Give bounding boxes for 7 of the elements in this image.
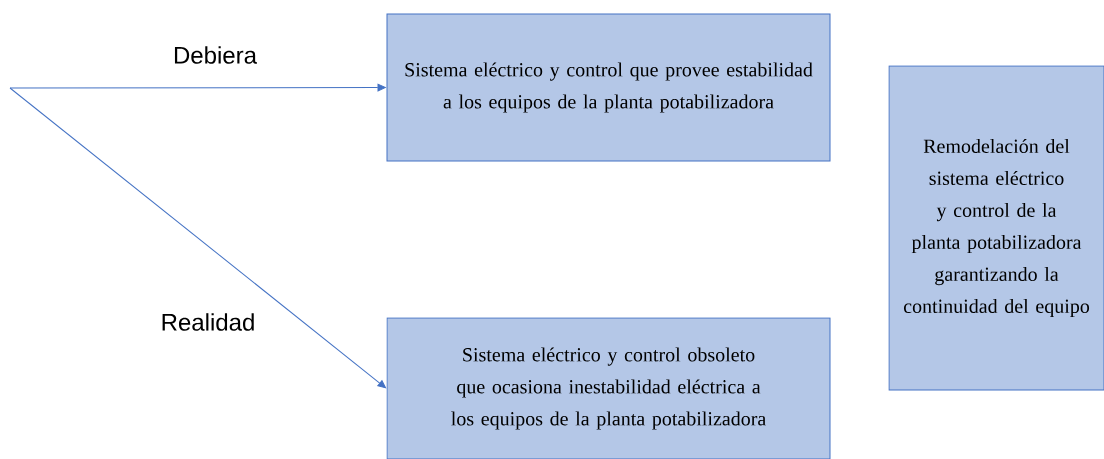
text-box: Remodelación del sistema eléctrico y control de la planta potabilizadora garantizando la continuidad del equipo xyxy=(888,65,1104,391)
edge-label: Debiera xyxy=(172,45,259,65)
text-box: Sistema eléctrico y control obsoleto que ocasiona inestabilidad eléctrica a los equipos de la planta potabilizadora xyxy=(386,317,831,459)
text-box: Sistema eléctrico y control que provee estabilidad a los equipos de la planta potabilizadora xyxy=(386,13,831,162)
arrow xyxy=(9,83,386,92)
edge-label: Realidad xyxy=(159,312,257,332)
arrow xyxy=(9,87,387,389)
